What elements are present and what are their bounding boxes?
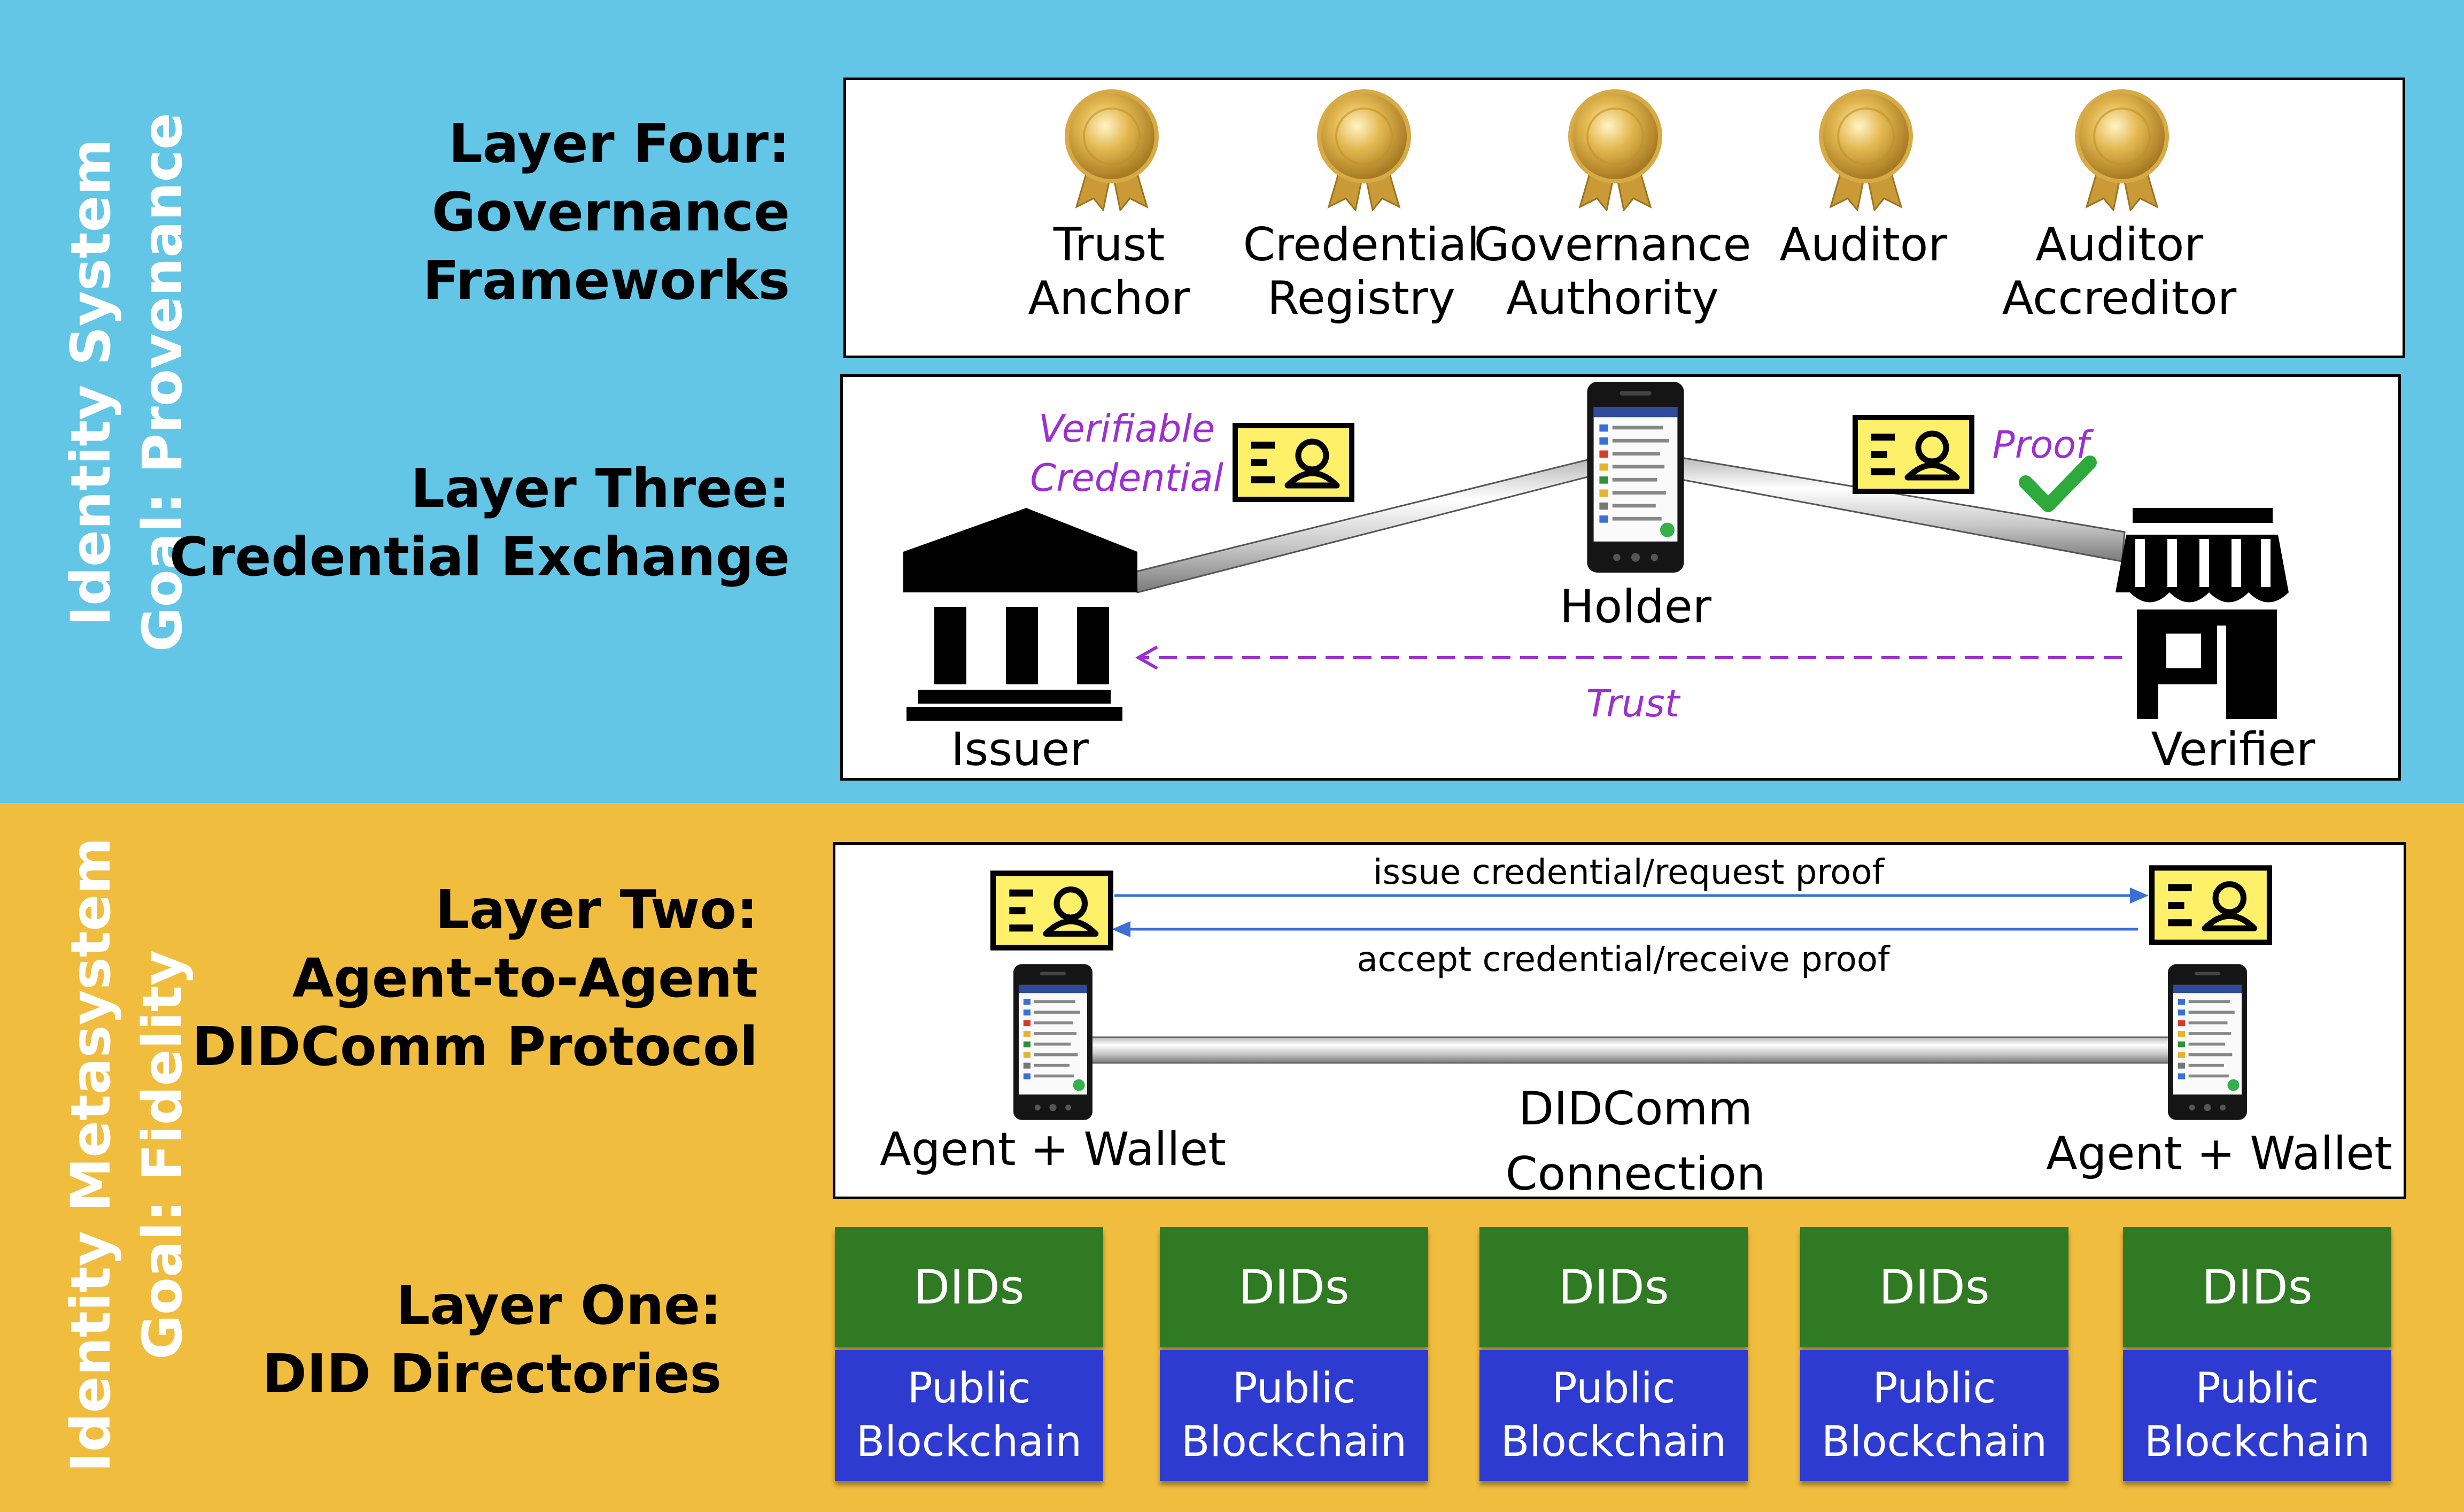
right-agent-phone-icon: [2168, 964, 2247, 1120]
right-agent-card-icon: [2152, 868, 2269, 942]
left-agent-phone-icon: [1013, 964, 1092, 1120]
didcomm-pipe: [1089, 1036, 2176, 1064]
response-arrow-label: accept credential/receive proof: [1357, 940, 1890, 979]
didcomm-connection-label: DIDComm Connection: [1505, 1082, 1766, 1201]
issuer-label: Issuer: [951, 723, 1089, 776]
layer-three-title: Layer Three: Credential Exchange: [169, 457, 790, 588]
trust-label: Trust: [1586, 682, 1680, 726]
proof-label: Proof: [1992, 423, 2089, 467]
dids-block: DIDs: [835, 1227, 1103, 1347]
left-agent-wallet-label: Agent + Wallet: [880, 1123, 1226, 1176]
right-agent-wallet-label: Agent + Wallet: [2046, 1127, 2392, 1181]
verifiable-credential-label: Verifiable Credential: [1030, 407, 1223, 500]
layer-four-title: Layer Four: Governance Frameworks: [422, 112, 790, 312]
governance-role-label: Auditor: [1779, 218, 1947, 272]
bank-building-icon: [903, 508, 1137, 721]
storefront-icon: [2116, 508, 2289, 719]
dids-block: DIDs: [2123, 1227, 2391, 1347]
request-arrow: [1114, 888, 2149, 904]
response-arrow: [1112, 921, 2138, 937]
verifier-label: Verifier: [2151, 723, 2315, 776]
request-arrow-label: issue credential/request proof: [1373, 853, 1885, 892]
checkmark-icon: [2019, 456, 2097, 512]
dids-block: DIDs: [1160, 1227, 1428, 1347]
layer-one-title: Layer One: DID Directories: [262, 1274, 722, 1405]
dids-block: DIDs: [1479, 1227, 1748, 1347]
layer-two-title: Layer Two: Agent-to-Agent DIDComm Protoc…: [192, 878, 758, 1078]
left-agent-card-icon: [993, 873, 1111, 947]
dids-block: DIDs: [1800, 1227, 2068, 1347]
holder-label: Holder: [1559, 580, 1712, 634]
trust-arrow: [1135, 645, 2122, 670]
